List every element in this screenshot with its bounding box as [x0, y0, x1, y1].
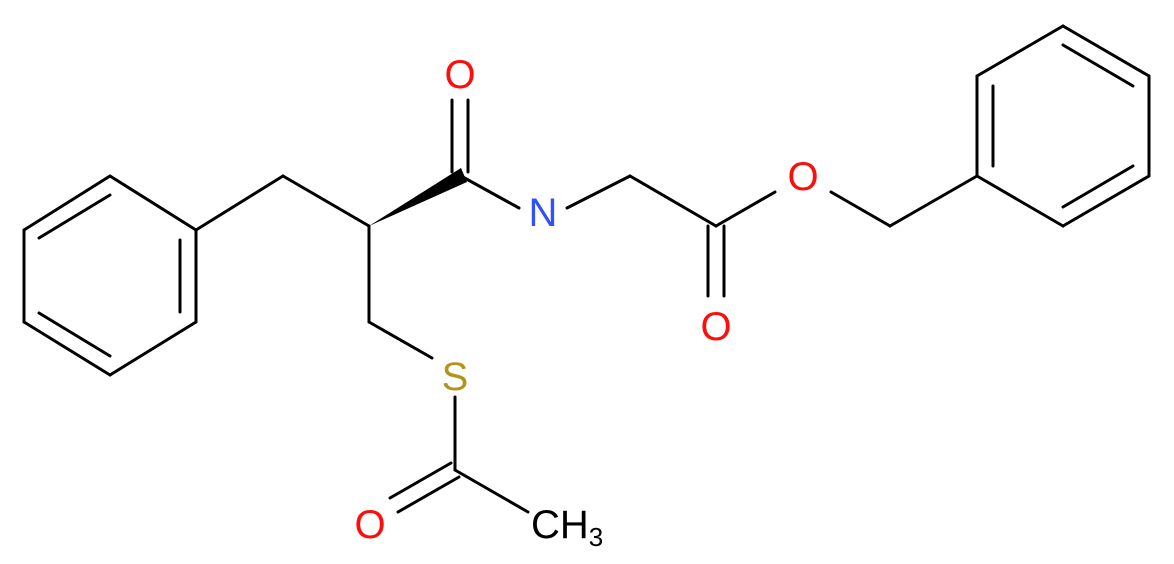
- wedge-bond: [369, 168, 467, 226]
- bond: [108, 174, 198, 232]
- bond: [1061, 24, 1151, 78]
- oxygen-ester-single-label: O: [787, 155, 818, 199]
- bond: [888, 174, 979, 228]
- bond-inner: [1061, 164, 1135, 209]
- bond: [829, 190, 892, 228]
- bond: [1061, 174, 1151, 228]
- bond: [194, 174, 285, 232]
- bond: [22, 320, 112, 377]
- bond: [975, 24, 1065, 78]
- bond: [396, 475, 461, 514]
- bond: [281, 174, 371, 228]
- bond: [22, 174, 112, 232]
- bond: [459, 174, 521, 210]
- bond: [367, 320, 434, 360]
- bond: [453, 468, 530, 514]
- right-phenyl-ring: [975, 24, 1151, 228]
- methyl-subscript: 3: [589, 522, 603, 552]
- methyl-ch: CH: [531, 503, 589, 547]
- bond: [975, 174, 1065, 228]
- oxygen-acetyl-label: O: [354, 503, 385, 547]
- methyl-label: CH3: [531, 503, 603, 552]
- bond: [628, 174, 718, 228]
- sulfur-label: S: [442, 355, 469, 399]
- oxygen-amide-label: O: [444, 53, 475, 97]
- bond: [565, 174, 632, 210]
- left-phenyl-ring: [22, 174, 198, 377]
- bond: [108, 320, 198, 377]
- oxygen-ester-double-label: O: [700, 305, 731, 349]
- bond-inner: [37, 193, 112, 240]
- bond: [714, 190, 777, 228]
- bond-inner: [1061, 43, 1135, 88]
- nitrogen-amide-label: N: [529, 191, 558, 235]
- bond: [388, 461, 453, 500]
- bond-inner: [37, 311, 112, 358]
